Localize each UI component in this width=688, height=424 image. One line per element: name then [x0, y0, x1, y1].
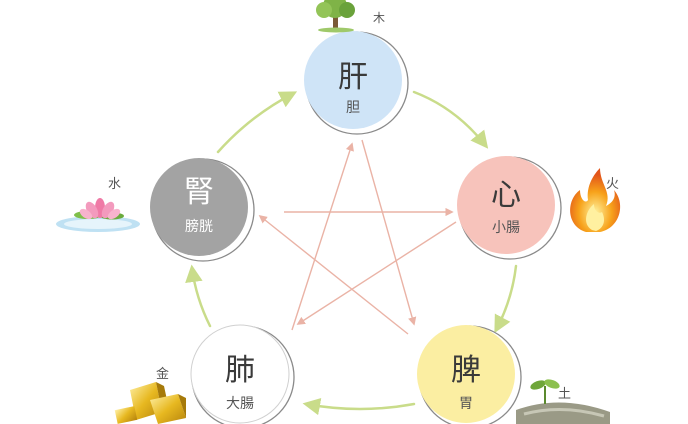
zang-fire: 心 [491, 178, 521, 213]
zang-water: 腎 [184, 175, 214, 210]
arrow-earth-to-water [258, 214, 409, 335]
arrow-metal-to-wood [291, 142, 354, 331]
flame-icon [570, 168, 621, 232]
label-metal: 金 [156, 366, 169, 382]
node-water: 腎 膀胱 [150, 158, 255, 262]
generating-cycle [185, 90, 518, 416]
zang-earth: 脾 [451, 353, 481, 388]
fu-metal: 大腸 [226, 396, 254, 412]
arrow-earth-to-metal [302, 397, 416, 416]
circle-metal [190, 324, 290, 424]
node-earth: 脾 胃 [417, 325, 522, 424]
circle-fire [457, 156, 555, 254]
label-fire: 火 [606, 177, 619, 192]
node-metal: 肺 大腸 [190, 324, 295, 424]
lotus-icon [56, 198, 140, 232]
zang-wood: 肝 [338, 60, 368, 95]
fu-wood: 胆 [346, 100, 360, 116]
fu-earth: 胃 [459, 396, 473, 412]
arrow-metal-to-water [185, 264, 212, 328]
circle-earth [417, 325, 515, 423]
label-water: 水 [108, 177, 121, 192]
node-fire: 心 小腸 [457, 156, 562, 260]
controlling-star [258, 139, 457, 335]
zang-metal: 肺 [225, 353, 255, 388]
node-wood: 肝 胆 [304, 31, 409, 135]
arrow-fire-to-metal [296, 221, 457, 325]
sprout-icon [516, 379, 610, 424]
arrow-wood-to-earth [361, 139, 417, 326]
arrow-water-to-wood [216, 91, 298, 154]
tree-icon [316, 0, 355, 33]
arrow-wood-to-fire [412, 90, 489, 149]
fu-water: 膀胱 [185, 218, 213, 235]
label-wood: 木 [373, 11, 385, 25]
label-earth: 土 [558, 387, 571, 402]
circle-water [150, 158, 248, 256]
fu-fire: 小腸 [492, 220, 520, 236]
arrow-fire-to-earth [494, 264, 518, 334]
gold-bar-icon [114, 382, 186, 424]
circle-wood [304, 31, 402, 129]
